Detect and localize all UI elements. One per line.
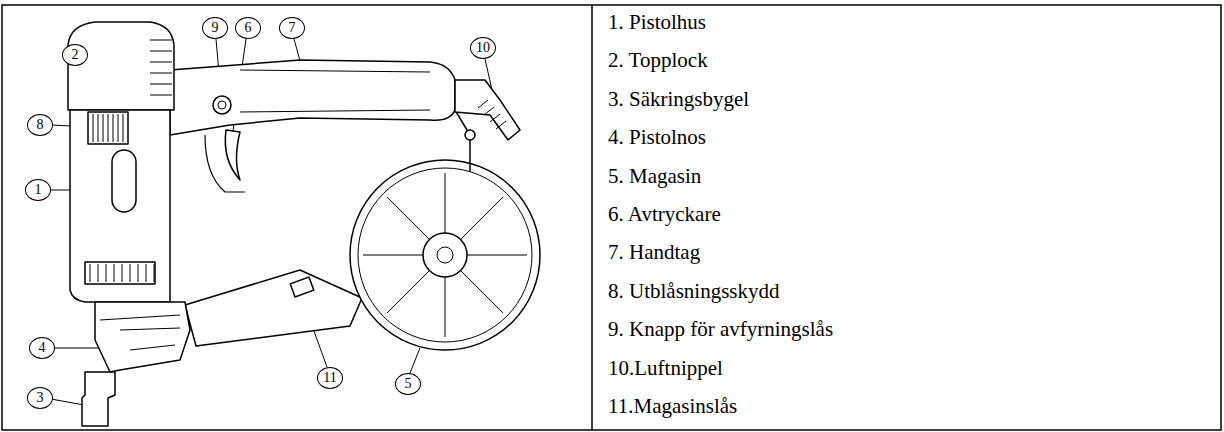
callout-number: 10 — [470, 37, 496, 59]
nailer-body — [240, 70, 430, 112]
nailer-body — [350, 160, 540, 350]
part-list-item: 11.Magasinslås — [608, 394, 737, 418]
ribs — [123, 114, 124, 142]
callout-number: 9 — [202, 17, 228, 39]
ribs — [461, 197, 503, 239]
ribs — [114, 264, 115, 282]
ribs — [150, 84, 172, 85]
nailer-body — [112, 150, 136, 212]
ribs — [150, 51, 172, 52]
part-list-item: 5. Magasin — [608, 164, 701, 188]
ribs — [138, 264, 139, 282]
ribs — [113, 114, 114, 142]
callout-number: 2 — [62, 44, 88, 66]
callout-number: 1 — [25, 179, 51, 201]
ribs — [150, 73, 172, 74]
part-list-item: 3. Säkringsbygel — [608, 87, 749, 111]
ribs — [490, 114, 500, 122]
ribs — [118, 114, 119, 142]
nailer-body — [205, 135, 245, 192]
ribs — [150, 62, 172, 63]
part-list-item: 2. Topplock — [608, 48, 708, 72]
ribs — [93, 114, 94, 142]
leader-lines — [51, 399, 84, 405]
part-list-item: 10.Luftnippel — [608, 356, 723, 380]
ribs — [154, 264, 155, 282]
part-list-item: 9. Knapp för avfyrningslås — [608, 317, 833, 341]
ribs — [108, 114, 109, 142]
nailer-body — [68, 22, 540, 426]
ribs — [387, 271, 429, 313]
callout-number: 6 — [235, 17, 261, 39]
nailer-body — [82, 372, 115, 426]
nailer-body — [465, 130, 475, 140]
ribs — [363, 255, 423, 256]
nailer-body — [225, 130, 240, 180]
ribs — [478, 100, 488, 108]
part-list-item: 4. Pistolnos — [608, 125, 706, 149]
nailer-body — [423, 233, 467, 277]
nailer-body — [185, 270, 362, 346]
callout-number: 11 — [317, 367, 343, 389]
ribs — [387, 197, 429, 239]
nailer-body — [455, 80, 520, 140]
nailer-body — [85, 262, 155, 284]
ribs — [461, 271, 503, 313]
ribs — [484, 107, 494, 115]
table-border — [591, 5, 593, 430]
ribs — [98, 264, 99, 282]
callout-number: 3 — [27, 387, 53, 409]
callout-number: 7 — [279, 17, 305, 39]
nailer-body — [88, 112, 128, 144]
callout-number: 4 — [29, 337, 55, 359]
part-list-item: 6. Avtryckare — [608, 202, 721, 226]
table-border — [2, 5, 1221, 430]
ribs — [106, 264, 107, 282]
nailer-body — [358, 168, 532, 342]
part-list-item: 1. Pistolhus — [608, 10, 706, 34]
ribs — [150, 95, 172, 96]
part-list-item: 8. Utblåsningsskydd — [608, 279, 780, 303]
callout-number: 5 — [395, 373, 421, 395]
nailer-body — [70, 110, 170, 302]
ribs — [150, 40, 172, 41]
table-border — [2, 5, 1221, 430]
nailer-body — [213, 96, 231, 114]
nailer-body — [290, 277, 314, 297]
leader-lines — [53, 348, 103, 349]
nailer-body — [170, 60, 455, 135]
nailer-body — [68, 22, 174, 110]
ribs — [496, 121, 506, 129]
ribs — [445, 277, 446, 337]
ribs — [98, 114, 99, 142]
nailer-body — [95, 302, 190, 372]
nailer-body — [218, 101, 226, 109]
ribs — [103, 114, 104, 142]
ribs — [146, 264, 147, 282]
nailer-body — [100, 315, 180, 350]
ribs — [467, 255, 527, 256]
leader-lines — [410, 348, 420, 373]
ribs — [90, 40, 527, 337]
callout-number: 8 — [27, 114, 53, 136]
ribs — [445, 173, 446, 233]
ribs — [130, 264, 131, 282]
part-list-item: 7. Handtag — [608, 240, 700, 264]
nailer-body — [437, 247, 453, 263]
ribs — [90, 264, 91, 282]
nailer-body — [455, 110, 470, 172]
ribs — [122, 264, 123, 282]
